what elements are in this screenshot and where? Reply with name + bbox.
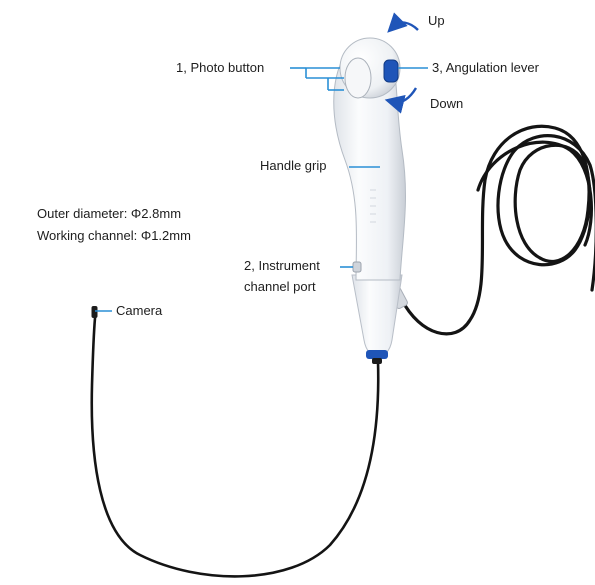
outer-diameter-label: Outer diameter: Φ2.8mm xyxy=(37,206,181,222)
up-label: Up xyxy=(428,13,445,29)
photo-button xyxy=(345,58,371,98)
angulation-lever xyxy=(384,60,398,82)
insertion-tube xyxy=(92,318,378,576)
power-cable xyxy=(402,126,595,334)
down-label: Down xyxy=(430,96,463,112)
blue-ring xyxy=(366,350,388,359)
instrument-port xyxy=(353,262,361,272)
handle-grip-label: Handle grip xyxy=(260,158,327,174)
instrument-port-label-line1: 2, Instrument xyxy=(244,258,320,274)
angulation-lever-label: 3, Angulation lever xyxy=(432,60,539,76)
handle-cone xyxy=(352,275,402,356)
instrument-port-label-line2: channel port xyxy=(244,279,316,295)
photo-button-label: 1, Photo button xyxy=(176,60,264,76)
camera-tip xyxy=(92,306,98,318)
camera-label: Camera xyxy=(116,303,162,319)
up-arrow-icon xyxy=(394,23,418,30)
tube-collar xyxy=(372,358,382,364)
working-channel-label: Working channel: Φ1.2mm xyxy=(37,228,191,244)
